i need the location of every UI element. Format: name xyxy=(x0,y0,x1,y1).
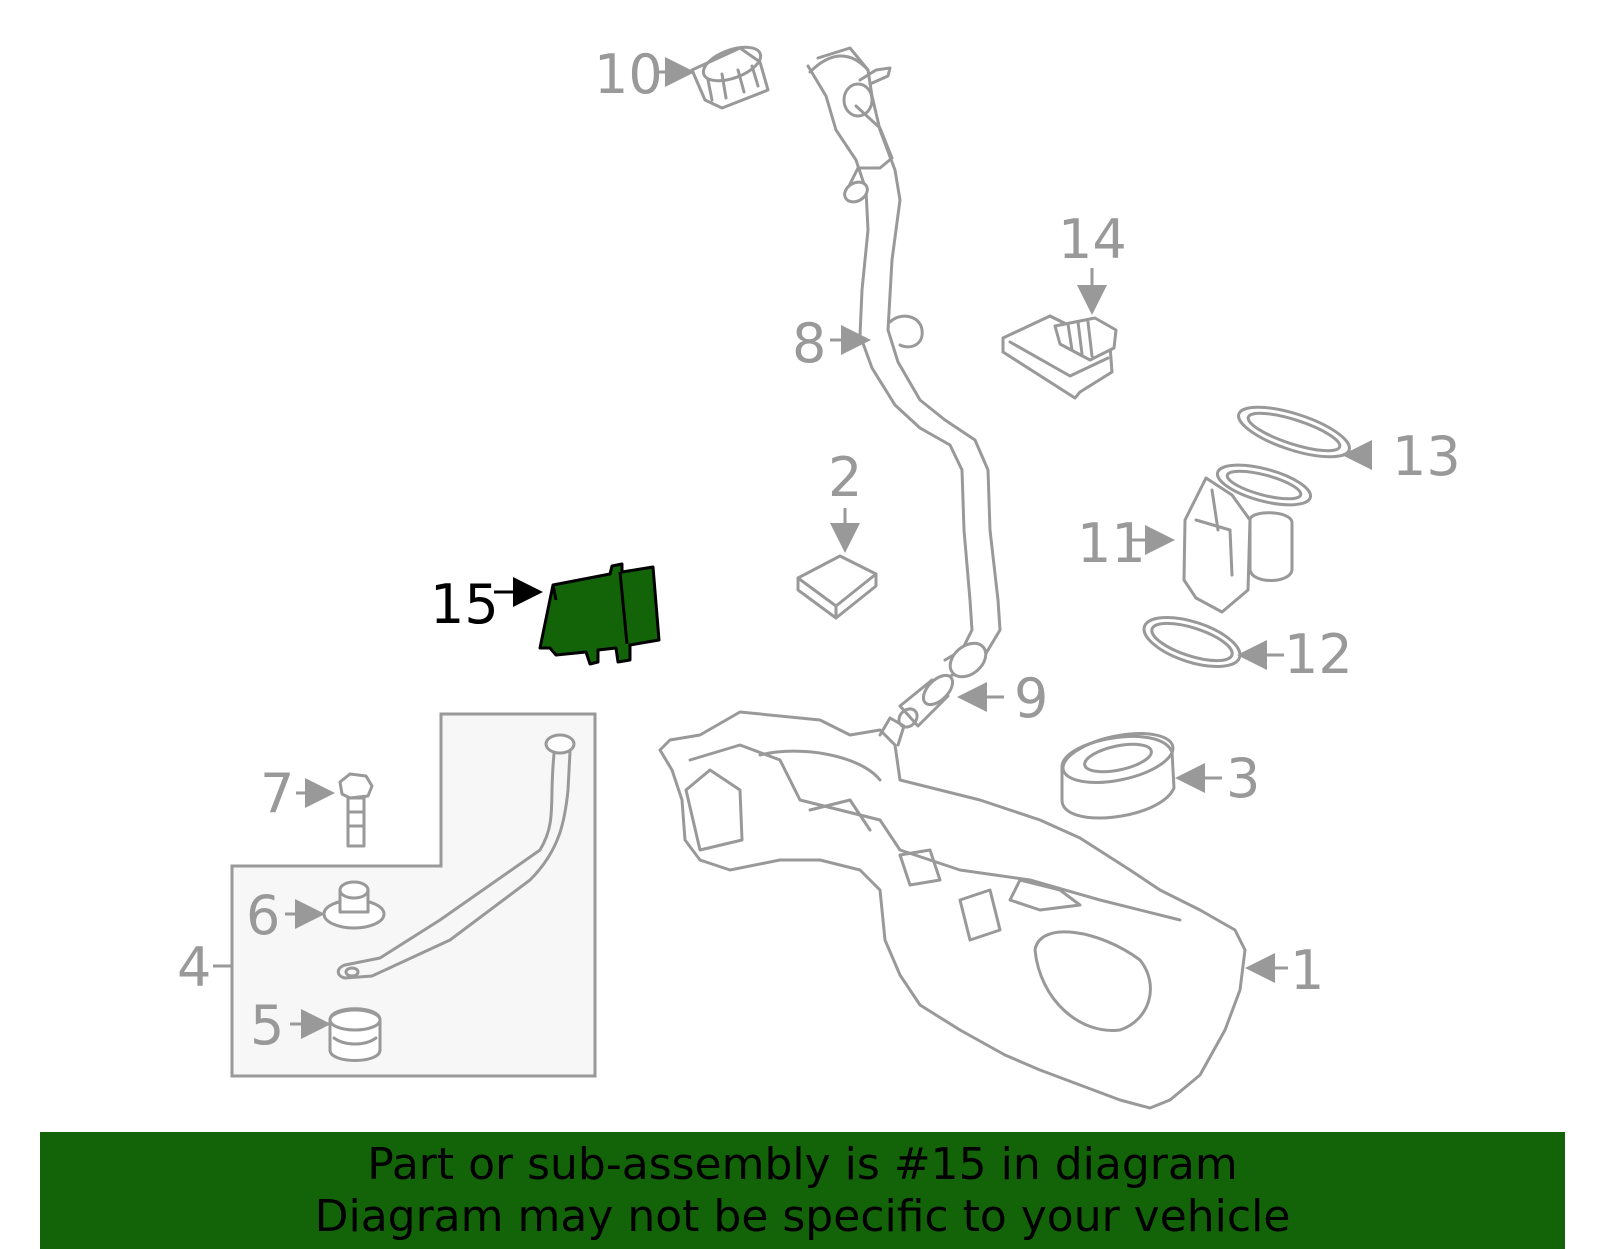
part-12-seal-ring[interactable] xyxy=(1138,608,1245,677)
part-7-bolt[interactable] xyxy=(338,772,374,848)
part-11-fuel-pump[interactable] xyxy=(1182,457,1315,614)
part-10-filler-ring[interactable] xyxy=(690,41,770,110)
callout-1: 1 xyxy=(1290,939,1324,1002)
callout-11: 11 xyxy=(1077,512,1146,575)
part-4-group-box xyxy=(230,712,597,1078)
callout-5: 5 xyxy=(250,994,284,1057)
callout-13: 13 xyxy=(1392,425,1461,488)
callout-12: 12 xyxy=(1284,623,1353,686)
callout-14: 14 xyxy=(1058,208,1127,271)
part-6-nut[interactable] xyxy=(322,880,386,930)
callout-3: 3 xyxy=(1226,747,1260,810)
part-5-grommet[interactable] xyxy=(328,1007,382,1062)
part-13-seal-ring[interactable] xyxy=(1233,397,1354,467)
part-2-pad[interactable] xyxy=(796,554,878,620)
callout-10: 10 xyxy=(594,43,663,106)
callout-2: 2 xyxy=(828,446,862,509)
part-14-module[interactable] xyxy=(1001,314,1118,400)
part-1-fuel-tank[interactable] xyxy=(658,710,1247,1110)
leader-arrows xyxy=(213,57,1372,1039)
part-3-grommet[interactable] xyxy=(1059,725,1178,820)
callout-15: 15 xyxy=(430,573,499,636)
part-9-connector[interactable] xyxy=(895,670,958,731)
banner-line-1: Part or sub-assembly is #15 in diagram xyxy=(367,1138,1238,1190)
part-8-filler-neck[interactable] xyxy=(806,46,1002,684)
part-4-strap[interactable] xyxy=(336,733,576,980)
part-13-seal-ring-inner xyxy=(1246,411,1342,453)
callout-4: 4 xyxy=(177,936,211,999)
banner-line-2: Diagram may not be specific to your vehi… xyxy=(314,1190,1291,1242)
part-15-highlighted-component[interactable] xyxy=(538,562,661,666)
callout-9: 9 xyxy=(1014,667,1048,730)
callout-6: 6 xyxy=(246,884,280,947)
parts-diagram: 10 8 14 13 11 12 2 15 9 3 1 7 6 4 5 xyxy=(177,41,1461,1110)
callout-8: 8 xyxy=(792,312,826,375)
callout-7: 7 xyxy=(260,762,294,825)
part-12-seal-ring-inner xyxy=(1150,621,1234,663)
info-banner: Part or sub-assembly is #15 in diagram D… xyxy=(40,1132,1565,1249)
